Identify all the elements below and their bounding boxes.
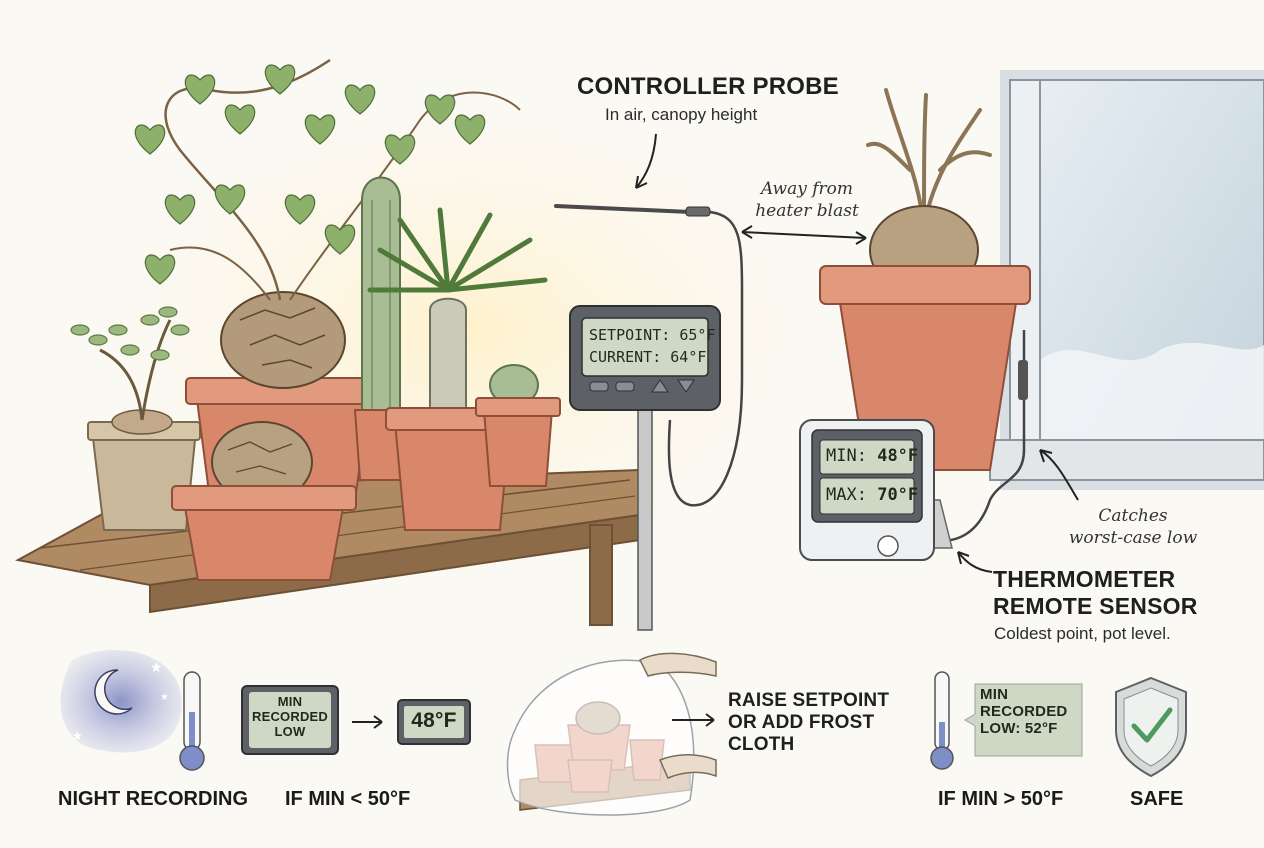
- controller-probe-title: CONTROLLER PROBE: [577, 73, 839, 100]
- svg-text:★: ★: [160, 692, 169, 703]
- remote-sensor-title-line2: REMOTE SENSOR: [993, 593, 1198, 619]
- setpoint-value: 65°F: [679, 326, 716, 344]
- min-recorded-low-label: MIN RECORDED LOW: [252, 694, 328, 739]
- temperature-controller: [569, 305, 721, 631]
- remote-sensor-title-line1: THERMOMETER: [993, 566, 1176, 592]
- frosty-window: [989, 70, 1264, 490]
- probe-placement-note: Away from heater blast: [755, 179, 859, 221]
- remote-sensor-title: THERMOMETER REMOTE SENSOR: [993, 566, 1198, 620]
- frost-cloth-illustration: [506, 652, 717, 816]
- sensor-pointer-arrow: [1039, 449, 1079, 501]
- controller-current-line: CURRENT: 64°F: [589, 348, 706, 366]
- remote-sensor-arrow: [957, 551, 993, 573]
- thermometer-max-line: MAX: 70°F: [826, 485, 918, 505]
- min-recorded-ok-box: [964, 683, 1083, 757]
- remote-sensor-probe: [1018, 360, 1028, 400]
- svg-text:★: ★: [72, 729, 83, 743]
- action-text: RAISE SETPOINT OR ADD FROST CLOTH: [728, 690, 890, 755]
- if-below-caption: IF MIN < 50°F: [285, 788, 411, 810]
- controller-probe-subtitle: In air, canopy height: [605, 105, 758, 124]
- safe-caption: SAFE: [1130, 788, 1184, 810]
- sensor-placement-note: Catches worst-case low: [1068, 506, 1198, 548]
- thermometer-icon-night: [179, 671, 205, 771]
- controller-setpoint-line: SETPOINT: 65°F: [589, 326, 715, 344]
- min-max-thermometer: [799, 419, 953, 561]
- night-sky-icon: ★ ★ ★: [60, 650, 182, 753]
- thermo-min-value: 48°F: [877, 446, 919, 466]
- remote-sensor-subtitle: Coldest point, pot level.: [994, 624, 1171, 643]
- current-value: 64°F: [670, 348, 707, 366]
- thermo-max-label: MAX:: [826, 485, 867, 505]
- pachypodium-pot: [367, 207, 548, 531]
- probe-pointer-arrowhead: [635, 175, 648, 189]
- arrow-to-action: [672, 713, 715, 727]
- front-pot-caudex: [171, 421, 357, 581]
- setpoint-label: SETPOINT:: [589, 326, 671, 344]
- min-recorded-ok-label: MIN RECORDED LOW: 52°F: [980, 686, 1068, 737]
- safe-shield-icon: [1115, 676, 1187, 778]
- remote-sensor-cable: [929, 330, 1026, 543]
- spacing-double-arrow: [741, 225, 867, 245]
- thermo-max-value: 70°F: [877, 485, 919, 505]
- low-reading-box: [397, 699, 471, 745]
- min-recorded-low-box: [241, 685, 339, 755]
- thermometer-icon-ok: [930, 671, 954, 770]
- sensor-pointer-arrowhead: [1039, 449, 1053, 463]
- arrow-to-reading: [352, 715, 383, 729]
- night-recording-caption: NIGHT RECORDING: [58, 788, 248, 810]
- svg-text:★: ★: [150, 660, 163, 676]
- heart-leaf-vine: [134, 58, 521, 301]
- remote-sensor-arrowhead: [957, 551, 970, 565]
- small-pot-left: [87, 409, 201, 531]
- thermo-min-label: MIN:: [826, 446, 867, 466]
- low-reading-value: 48°F: [411, 709, 457, 732]
- jade-plant: [70, 306, 190, 421]
- if-above-caption: IF MIN > 50°F: [938, 788, 1064, 810]
- thermometer-min-line: MIN: 48°F: [826, 446, 918, 466]
- controller-probe: [554, 204, 744, 507]
- current-label: CURRENT:: [589, 348, 662, 366]
- round-cactus-pot: [475, 364, 561, 487]
- probe-pointer-arrow: [635, 133, 657, 189]
